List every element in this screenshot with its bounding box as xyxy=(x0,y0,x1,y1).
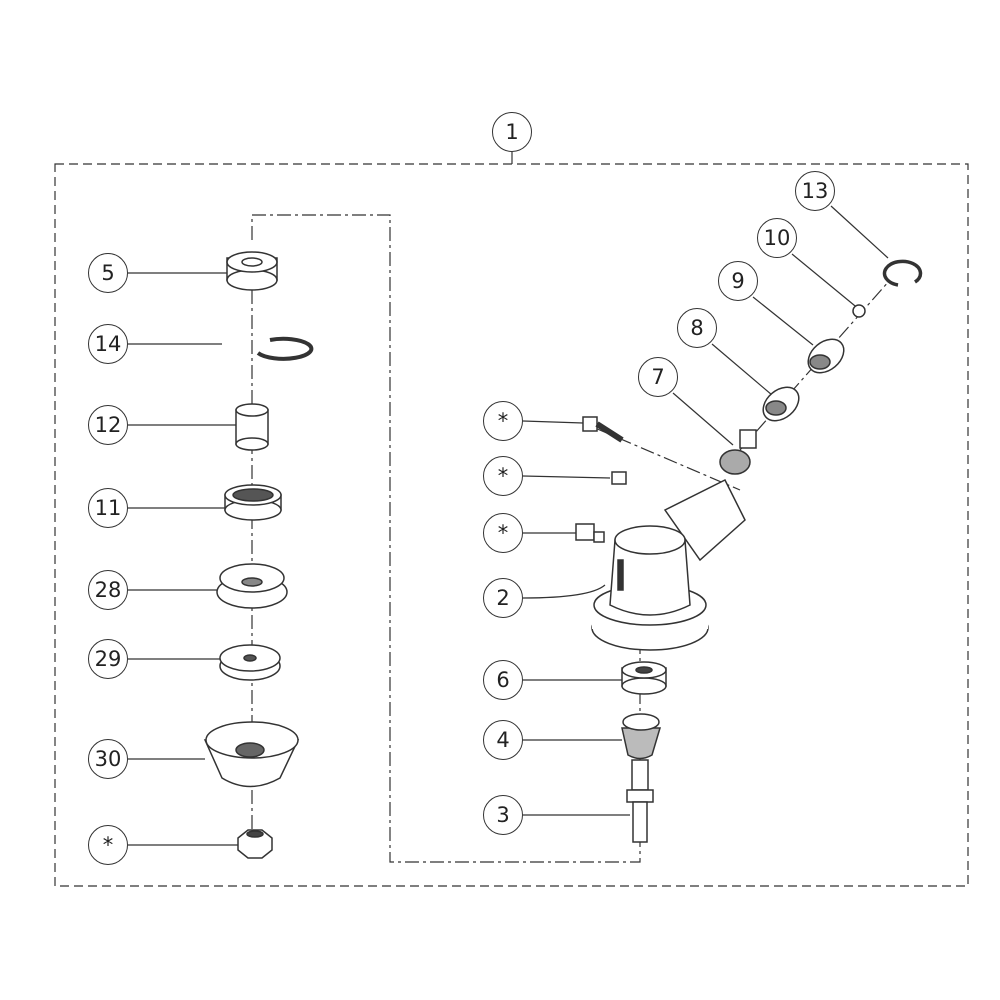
callout-28: 28 xyxy=(88,570,128,610)
part-nut xyxy=(237,829,273,859)
callout-13: 13 xyxy=(795,171,835,211)
part-bushing-12 xyxy=(235,403,269,451)
callout-30: 30 xyxy=(88,739,128,779)
part-bearing-6 xyxy=(621,661,667,695)
callout-9: 9 xyxy=(718,261,758,301)
part-bearing-5 xyxy=(226,251,278,291)
callout-11: 11 xyxy=(88,488,128,528)
callout-8: 8 xyxy=(677,308,717,348)
part-washer-10 xyxy=(852,304,866,318)
part-bevel-gear-4 xyxy=(621,713,662,760)
part-gear-7 xyxy=(719,429,757,475)
callout-6: 6 xyxy=(483,660,523,700)
part-circlip-14 xyxy=(256,336,314,361)
part-screw-2 xyxy=(611,471,627,485)
part-washer-29 xyxy=(219,644,281,681)
centerline-path xyxy=(251,214,641,863)
callout-4: 4 xyxy=(483,720,523,760)
callout-29: 29 xyxy=(88,639,128,679)
callout-12: 12 xyxy=(88,405,128,445)
part-circlip-13 xyxy=(882,259,923,287)
part-shaft-3 xyxy=(626,759,654,843)
callout-14: 14 xyxy=(88,324,128,364)
callout-asterisk-screw-1: * xyxy=(483,401,523,441)
callout-asterisk-nut: * xyxy=(88,825,128,865)
callout-3: 3 xyxy=(483,795,523,835)
callout-5: 5 xyxy=(88,253,128,293)
part-seal-11 xyxy=(224,484,282,521)
part-gear-housing-2 xyxy=(591,478,746,651)
leader-lines xyxy=(128,205,889,846)
part-bearing-9 xyxy=(807,338,845,374)
part-cup-30 xyxy=(203,721,300,788)
callout-2: 2 xyxy=(483,578,523,618)
callout-10: 10 xyxy=(757,218,797,258)
callout-asterisk-screw-3: * xyxy=(483,513,523,553)
part-washer-28 xyxy=(216,563,288,609)
callout-1: 1 xyxy=(492,112,532,152)
part-screw-3 xyxy=(575,523,605,543)
part-bearing-8 xyxy=(762,386,800,422)
callout-asterisk-screw-2: * xyxy=(483,456,523,496)
part-screw-1 xyxy=(582,416,624,443)
callout-7: 7 xyxy=(638,357,678,397)
